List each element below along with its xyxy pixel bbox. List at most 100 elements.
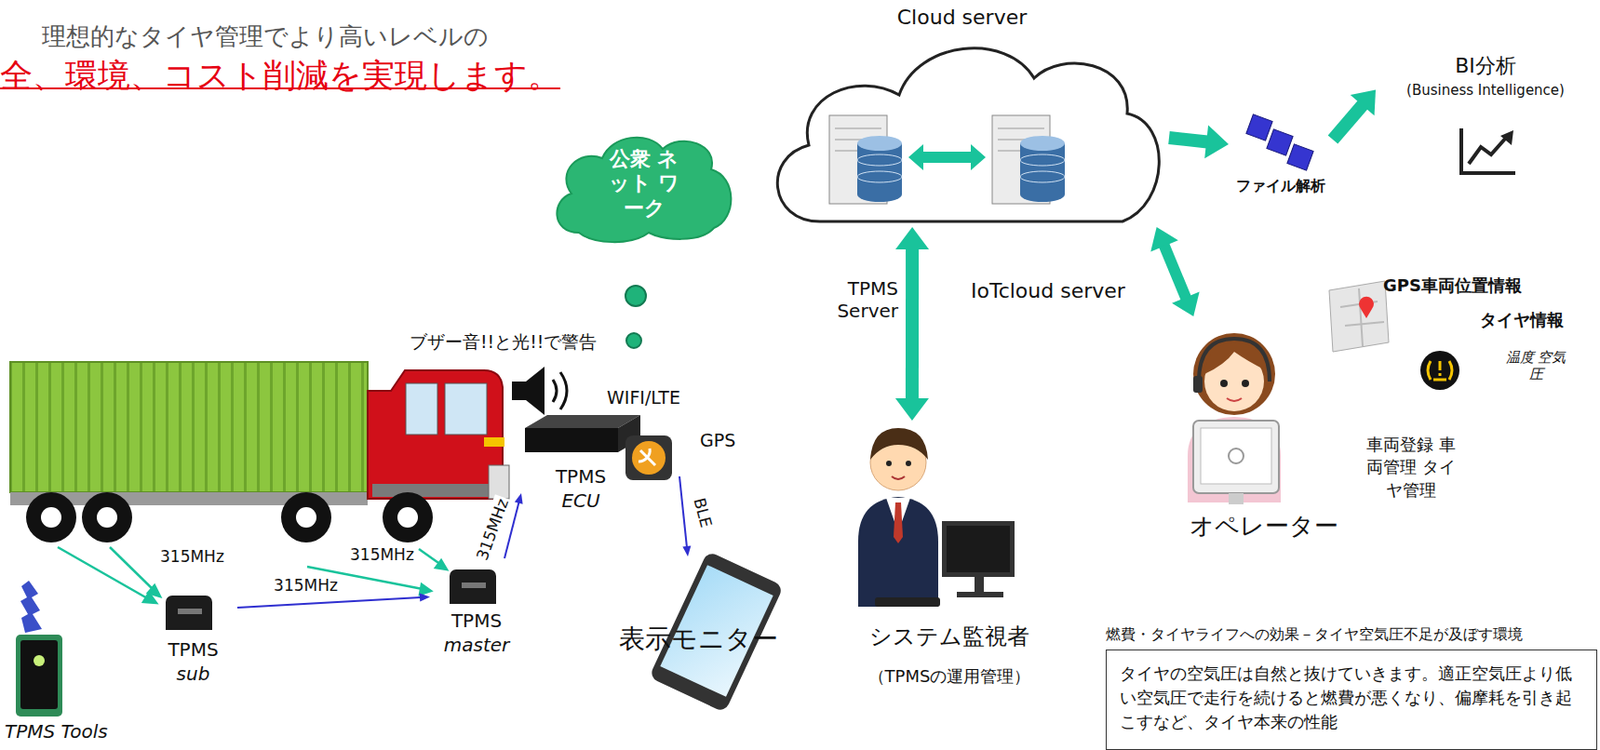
connector-line [1169, 137, 1208, 142]
drawing-line [418, 549, 442, 565]
drawing-g [1246, 114, 1314, 171]
node-label: TPMS [430, 609, 524, 632]
drawing-circle [1193, 333, 1276, 416]
drawing-rect [1200, 428, 1272, 485]
connector [237, 593, 431, 608]
node-sublabel: master [430, 633, 524, 657]
bi-analysis: BI分析 (Business Intelligence) [1375, 52, 1596, 178]
drawing-path [638, 448, 656, 466]
drawing-rect [941, 521, 1015, 578]
file-analysis: ファイル解析 [1228, 111, 1333, 205]
drawing-rect [461, 582, 486, 589]
drawing-polygon [435, 560, 447, 570]
node-label: 公衆 ネット ワーク [602, 147, 686, 221]
drawing-circle [1228, 448, 1244, 464]
public-network-cloud: 公衆 ネット ワーク [551, 130, 738, 244]
drawing-ellipse [857, 135, 902, 151]
drawing-circle [1420, 350, 1460, 390]
drawing-circle [40, 507, 62, 528]
connector [1332, 90, 1376, 141]
drawing-rect [974, 577, 984, 594]
drawing-rect [1228, 493, 1244, 505]
edge-label: BLE [688, 494, 716, 532]
drawing-path [560, 372, 567, 410]
info-label: GPS車両位置情報 [1383, 275, 1522, 296]
tpms-master-sensor: TPMSmaster [430, 558, 524, 666]
drawing-rect [956, 591, 1004, 598]
node-label: Cloud server [754, 5, 1170, 30]
drawing-circle [26, 492, 77, 543]
drawing-rect [10, 362, 368, 493]
drawing-rect [405, 383, 438, 435]
drawing-rect [444, 383, 487, 435]
drawing-path [449, 569, 497, 605]
drawing-path [777, 48, 1159, 222]
info-box: タイヤの空気圧は自然と抜けていきます。適正空気圧より低い空気圧で走行を続けると燃… [1105, 649, 1598, 750]
arrow-head [895, 227, 929, 250]
drawing-polygon [893, 502, 903, 544]
tpms-ecu: TPMSECU [521, 409, 680, 522]
drawing-polygon [147, 585, 161, 597]
node-sublabel: （TPMSの運用管理） [837, 666, 1062, 687]
drawing-rect [1193, 420, 1279, 494]
drawing-path [1340, 288, 1385, 347]
connector [1150, 227, 1199, 317]
alert-note: ブザー音!!と光!!で警告 [409, 331, 597, 353]
drawing-rect [1438, 373, 1442, 377]
node-label: ファイル解析 [1228, 176, 1333, 195]
drawing-circle [905, 460, 912, 467]
info-heading: 燃費・タイヤライフへの効果－タイヤ空気圧不足が及ぼす環境 [1105, 625, 1523, 644]
drawing-polygon [511, 366, 545, 416]
tpms-tools: TPMS Tools [4, 580, 145, 747]
drawing-polygon [1329, 281, 1389, 352]
node-label: BI分析 [1375, 53, 1596, 79]
drawing-circle [625, 285, 646, 307]
arrow-head [682, 546, 691, 557]
server-label: IoTcloud server [970, 279, 1126, 304]
drawing-rect [1193, 376, 1203, 393]
drawing-ellipse [1020, 171, 1065, 183]
node-sublabel: (Business Intelligence) [1375, 81, 1596, 99]
subtitle: 全、環境、コスト削減を実現します。 [0, 55, 561, 95]
drawing-circle [886, 460, 892, 467]
map-icon [1329, 281, 1389, 352]
drawing-rect [1438, 361, 1442, 371]
function-list: 車両登録 車両管理 タイヤ管理 [1364, 433, 1458, 502]
drawing-g [26, 492, 433, 543]
drawing-circle [295, 507, 317, 528]
drawing-line [109, 547, 155, 592]
drawing-ellipse [857, 171, 902, 183]
node-label: タイヤの空気圧は自然と抜けていきます。適正空気圧より低い空気圧で走行を続けると燃… [1119, 661, 1586, 735]
drawing-polygon [1500, 130, 1514, 146]
drawing-path [1198, 338, 1270, 382]
drawing-rect [177, 608, 202, 615]
arrow-head [419, 593, 431, 603]
node-sublabel: sub [148, 662, 238, 686]
drawing-path [858, 497, 939, 607]
speaker-icon [511, 366, 567, 416]
node-label: TPMS Tools [4, 720, 145, 743]
drawing-rect [1246, 114, 1273, 141]
edge-label: 315MHz [271, 576, 340, 595]
drawing-rect [946, 525, 1010, 573]
title: 理想的なタイヤ管理でより高いレベルの [41, 22, 489, 52]
system-monitor-person: システム監視者（TPMSの運用管理） [837, 420, 1062, 700]
drawing-path [908, 144, 986, 171]
system-monitor-person-shape [837, 420, 1062, 700]
connector-line [679, 476, 687, 548]
drawing-circle [631, 441, 666, 475]
drawing-rect [15, 634, 63, 717]
drawing-g [40, 507, 418, 528]
drawing-ellipse [1020, 135, 1065, 151]
drawing-path [870, 428, 928, 460]
server-label: TPMS Server [819, 277, 899, 323]
drawing-ellipse [1020, 187, 1065, 202]
info-label: タイヤ情報 [1479, 309, 1564, 331]
drawing-rect [1266, 129, 1293, 156]
drawing-circle [626, 333, 642, 349]
drawing-path [1226, 398, 1242, 402]
drawing-circle [1220, 379, 1228, 388]
drawing-ellipse [857, 187, 902, 202]
drawing-path [891, 476, 905, 480]
